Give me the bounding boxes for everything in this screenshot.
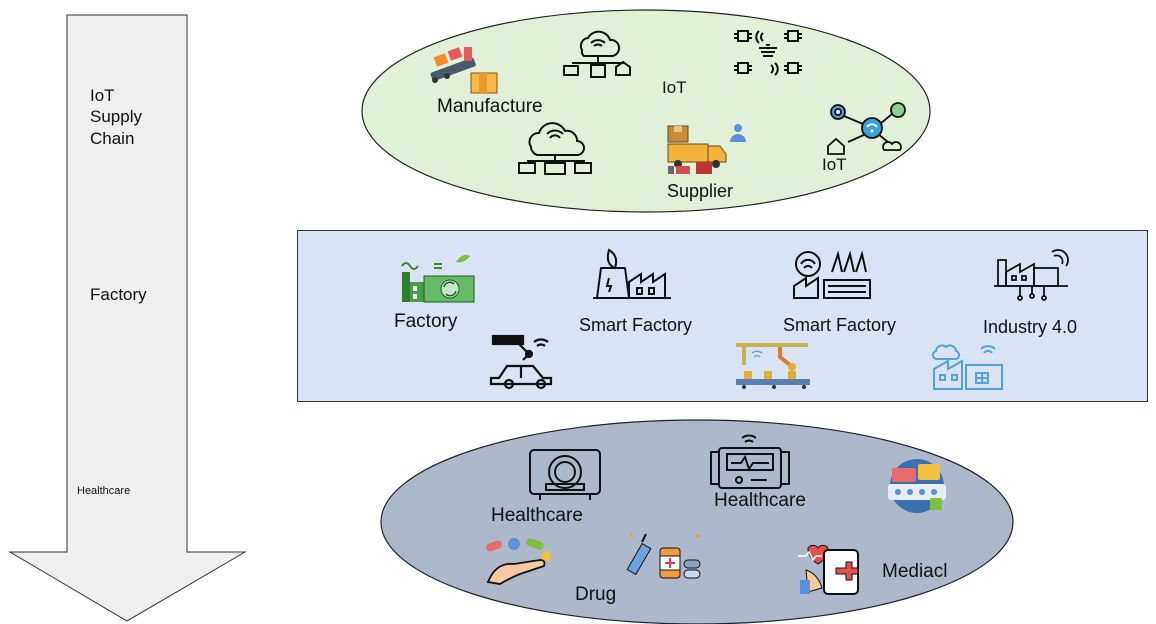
label-drug: Drug bbox=[575, 584, 617, 605]
label-iot-a: IoT bbox=[662, 78, 687, 97]
label-industry: Industry 4.0 bbox=[983, 317, 1078, 337]
arrow-label-factory: Factory bbox=[90, 285, 147, 304]
mri-scanner-icon bbox=[526, 448, 604, 502]
syringe-bottle-icon bbox=[626, 530, 708, 582]
label-iot-b: IoT bbox=[822, 155, 847, 174]
eco-factory-icon bbox=[591, 248, 673, 302]
flow-arrow bbox=[8, 14, 247, 622]
cloud-network-icon bbox=[560, 30, 636, 78]
label-healthcare-a: Healthcare bbox=[491, 505, 583, 526]
pill-packs-icon bbox=[874, 458, 960, 514]
heart-monitor-icon bbox=[709, 434, 793, 492]
label-medical: Mediacl bbox=[882, 561, 948, 582]
connected-factory-icon bbox=[930, 341, 1008, 391]
cloud-devices-icon bbox=[517, 121, 599, 175]
label-supplier: Supplier bbox=[667, 181, 734, 201]
label-factory: Factory bbox=[394, 311, 458, 332]
factory-panel bbox=[297, 230, 1148, 402]
green-factory-icon bbox=[400, 252, 480, 303]
delivery-truck-icon bbox=[666, 122, 748, 174]
label-smart-factory-a: Smart Factory bbox=[579, 315, 693, 335]
arrow-label-healthcare: Healthcare bbox=[77, 485, 131, 497]
chip-signal-icon bbox=[733, 25, 809, 79]
conveyor-boxes-icon bbox=[427, 47, 507, 97]
wireless-factory-icon bbox=[792, 250, 872, 302]
label-manufacture: Manufacture bbox=[437, 96, 543, 117]
smart-home-network-icon bbox=[818, 100, 914, 156]
medical-phone-icon bbox=[796, 540, 876, 596]
assembly-line-icon bbox=[734, 341, 814, 389]
label-smart-factory-b: Smart Factory bbox=[783, 315, 897, 335]
label-healthcare-b: Healthcare bbox=[714, 490, 806, 511]
robot-arm-car-icon bbox=[489, 334, 571, 390]
arrow-label-iot-supply-chain: IoT Supply Chain bbox=[90, 86, 142, 148]
pills-hand-icon bbox=[484, 536, 564, 586]
iot-factory-icon bbox=[992, 249, 1072, 302]
